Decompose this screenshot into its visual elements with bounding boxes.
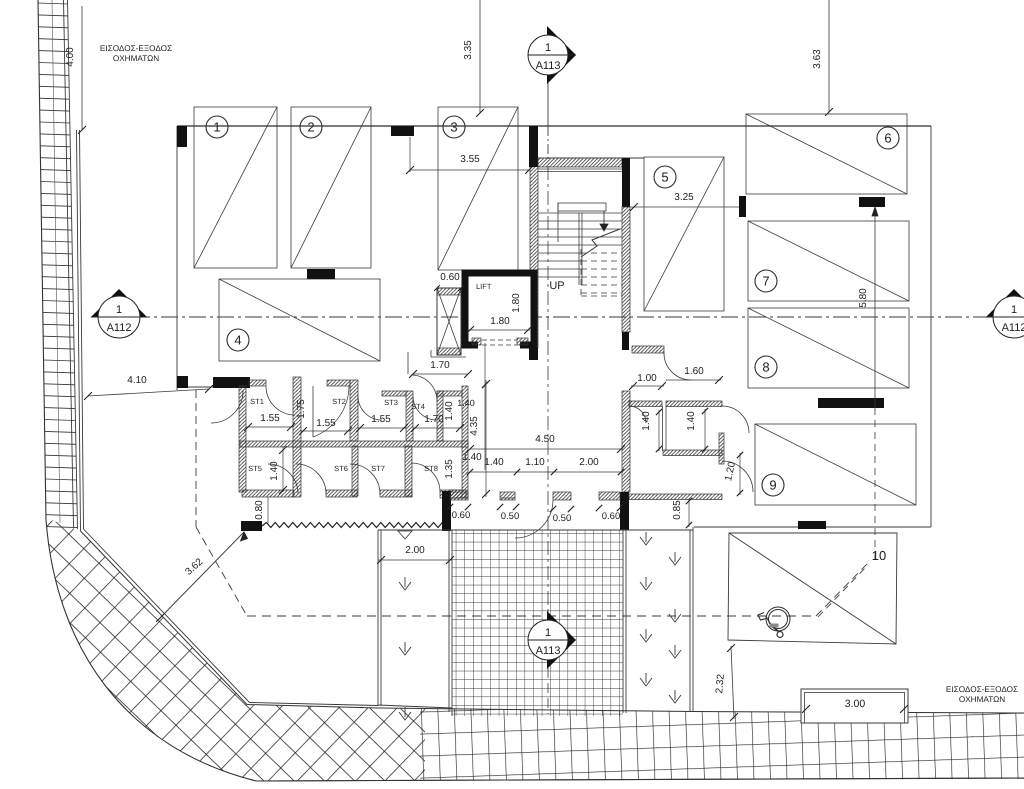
svg-text:5: 5 bbox=[661, 170, 668, 185]
svg-text:1.40: 1.40 bbox=[457, 398, 475, 408]
svg-text:ST3: ST3 bbox=[384, 398, 398, 407]
svg-text:1.70: 1.70 bbox=[424, 414, 444, 425]
svg-text:1: 1 bbox=[545, 627, 551, 639]
svg-text:ST8: ST8 bbox=[424, 464, 438, 473]
svg-text:4.10: 4.10 bbox=[127, 375, 147, 386]
svg-text:0.80: 0.80 bbox=[254, 500, 265, 520]
svg-text:4: 4 bbox=[234, 333, 241, 348]
svg-text:1.00: 1.00 bbox=[637, 373, 657, 384]
svg-text:1: 1 bbox=[116, 304, 122, 316]
svg-text:1.40: 1.40 bbox=[484, 457, 504, 468]
svg-text:1: 1 bbox=[1011, 304, 1017, 316]
svg-text:1.40: 1.40 bbox=[686, 411, 697, 431]
svg-text:1.40: 1.40 bbox=[444, 401, 455, 421]
svg-text:0.50: 0.50 bbox=[501, 511, 520, 522]
svg-text:1.20: 1.20 bbox=[723, 460, 738, 482]
svg-text:8: 8 bbox=[762, 360, 769, 375]
svg-text:10: 10 bbox=[872, 548, 886, 563]
svg-text:ST5: ST5 bbox=[248, 464, 262, 473]
svg-text:A112: A112 bbox=[107, 322, 132, 334]
svg-text:0.60: 0.60 bbox=[602, 511, 621, 522]
svg-text:ST7: ST7 bbox=[371, 464, 385, 473]
svg-text:6: 6 bbox=[884, 131, 891, 146]
svg-text:2.00: 2.00 bbox=[579, 457, 599, 468]
svg-text:ΕΙΣΟΔΟΣ-ΕΞΟΔΟΣ: ΕΙΣΟΔΟΣ-ΕΞΟΔΟΣ bbox=[946, 685, 1018, 694]
svg-text:0.85: 0.85 bbox=[672, 500, 683, 520]
svg-text:2.00: 2.00 bbox=[405, 545, 425, 556]
svg-text:0.60: 0.60 bbox=[452, 510, 471, 521]
svg-text:0.60: 0.60 bbox=[440, 272, 460, 283]
svg-text:A113: A113 bbox=[536, 60, 561, 72]
svg-text:2: 2 bbox=[307, 120, 314, 135]
svg-text:1.55: 1.55 bbox=[371, 414, 391, 425]
svg-text:1.40: 1.40 bbox=[269, 461, 280, 481]
svg-text:3.35: 3.35 bbox=[463, 40, 474, 60]
svg-text:A113: A113 bbox=[536, 645, 561, 657]
svg-text:ΕΙΣΟΔΟΣ-ΕΞΟΔΟΣ: ΕΙΣΟΔΟΣ-ΕΞΟΔΟΣ bbox=[100, 44, 172, 53]
svg-text:4.50: 4.50 bbox=[535, 434, 555, 445]
svg-text:1.10: 1.10 bbox=[525, 457, 545, 468]
svg-text:ST1: ST1 bbox=[250, 397, 264, 406]
svg-text:1.55: 1.55 bbox=[316, 418, 336, 429]
svg-text:1.80: 1.80 bbox=[490, 316, 510, 327]
svg-text:1.80: 1.80 bbox=[511, 293, 522, 313]
svg-text:ΟΧΗΜΑΤΩΝ: ΟΧΗΜΑΤΩΝ bbox=[959, 695, 1005, 704]
svg-text:4.00: 4.00 bbox=[65, 47, 76, 67]
svg-text:ST4: ST4 bbox=[411, 402, 425, 411]
svg-text:1.75: 1.75 bbox=[296, 399, 307, 419]
svg-text:LIFT: LIFT bbox=[476, 282, 492, 291]
svg-text:UP: UP bbox=[549, 280, 564, 292]
svg-text:1.55: 1.55 bbox=[260, 413, 280, 424]
svg-text:1.40: 1.40 bbox=[641, 411, 652, 431]
svg-text:3.25: 3.25 bbox=[674, 192, 694, 203]
svg-text:4.35: 4.35 bbox=[469, 416, 480, 436]
svg-text:3.55: 3.55 bbox=[460, 154, 480, 165]
svg-text:1.60: 1.60 bbox=[684, 366, 704, 377]
svg-text:3: 3 bbox=[450, 120, 457, 135]
svg-text:1: 1 bbox=[213, 120, 220, 135]
svg-text:5.80: 5.80 bbox=[858, 288, 869, 308]
svg-text:2.32: 2.32 bbox=[714, 673, 727, 694]
svg-text:1.70: 1.70 bbox=[430, 360, 450, 371]
svg-text:A112: A112 bbox=[1002, 322, 1024, 334]
svg-text:ΟΧΗΜΑΤΩΝ: ΟΧΗΜΑΤΩΝ bbox=[113, 54, 159, 63]
svg-text:3.00: 3.00 bbox=[845, 698, 866, 710]
svg-text:1.40: 1.40 bbox=[462, 452, 482, 463]
svg-text:0.50: 0.50 bbox=[553, 513, 572, 524]
svg-text:ST6: ST6 bbox=[334, 464, 348, 473]
svg-text:7: 7 bbox=[762, 274, 769, 289]
svg-text:ST2: ST2 bbox=[332, 397, 346, 406]
svg-text:3.63: 3.63 bbox=[812, 49, 823, 69]
svg-text:9: 9 bbox=[769, 478, 776, 493]
svg-text:1: 1 bbox=[545, 42, 551, 54]
svg-text:1.35: 1.35 bbox=[444, 459, 455, 479]
